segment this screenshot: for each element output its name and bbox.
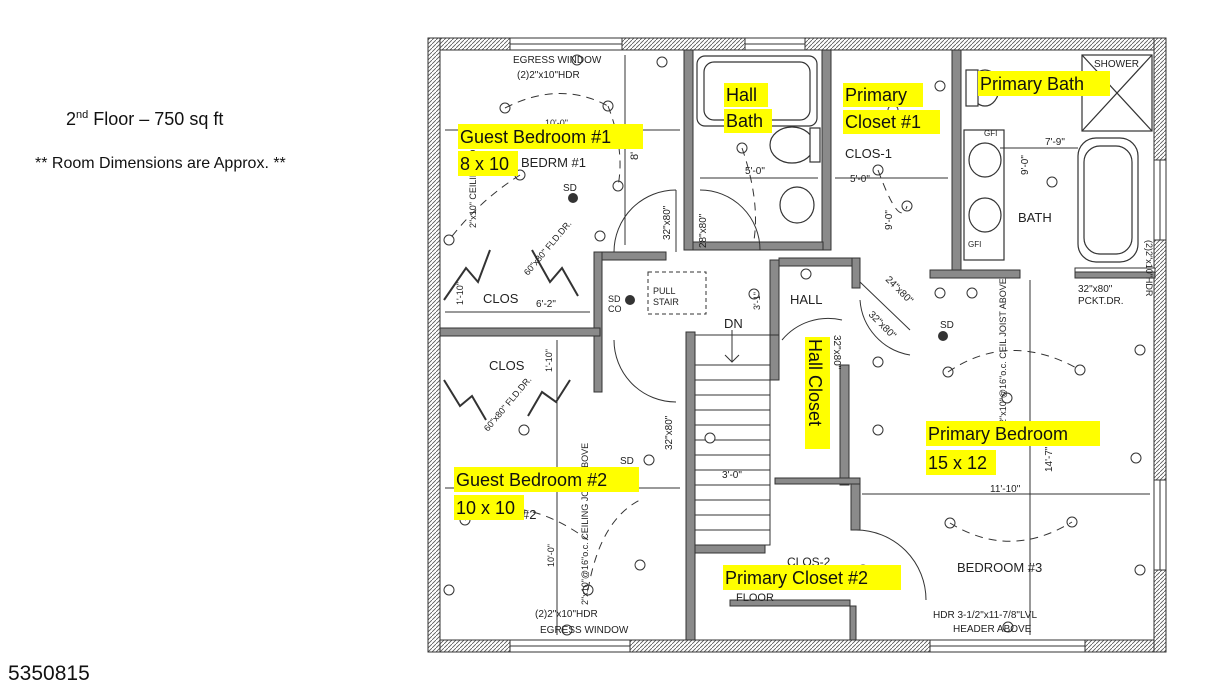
header-top-label: (2)2"x10"HDR <box>517 70 580 81</box>
pocket-door-label: 32"x80" <box>1078 284 1113 295</box>
dimension-label: 10'-0" <box>545 118 568 128</box>
hall-bath-line2: Bath <box>726 111 763 131</box>
bedroom2-plan-label: #2 <box>522 507 536 522</box>
floor-title: 2nd Floor – 750 sq ft <box>66 109 223 130</box>
dimension-label: 1'-10" <box>544 349 554 372</box>
header-above-label: HEADER ABOVE <box>953 624 1032 635</box>
closet1-plan-label: CLOS-1 <box>845 146 892 161</box>
door-size-label: 32"x80" <box>662 205 673 240</box>
hall-closet-name: Hall Closet <box>805 339 825 426</box>
interior-walls <box>439 49 1156 641</box>
dimension-label: 5'-0" <box>850 174 870 185</box>
ceiling-joist-label: 2"x10"@16"o.c. CEIL JOIST ABOVE <box>998 278 1008 424</box>
staircase <box>647 271 771 546</box>
dimension-label: 11'-10" <box>990 484 1021 495</box>
smoke-detector-label: SD <box>608 294 621 304</box>
door-size-label: 24"x80" <box>883 274 915 306</box>
dimension-label: 3'-1" <box>752 292 762 310</box>
guest-bedroom1-name: Guest Bedroom #1 <box>460 127 611 147</box>
gfi-label: GFI <box>968 240 981 249</box>
carbon-monoxide-label: CO <box>608 304 622 314</box>
shower-label: SHOWER <box>1094 59 1139 70</box>
dimension-label: 1'-10" <box>455 282 465 305</box>
guest-bedroom1-size: 8 x 10 <box>460 154 509 174</box>
hall-plan-label: HALL <box>790 292 823 307</box>
dimension-label: 6'-2" <box>536 299 556 310</box>
smoke-detector-label: SD <box>563 183 577 194</box>
folding-door-label: 60"x80" FLD.DR. <box>522 218 574 277</box>
primary-bath-name: Primary Bath <box>980 74 1084 94</box>
dimension-label: 3'-0" <box>722 470 742 481</box>
room-highlights: Guest Bedroom #1 8 x 10 Hall Bath Primar… <box>454 71 1110 590</box>
door-swings <box>613 189 1156 601</box>
door-size-label: 32"x80" <box>664 415 675 450</box>
dimension-label: 7'-9" <box>1045 137 1065 148</box>
pull-stair-label: PULL <box>653 286 676 296</box>
floor-level: 2 <box>66 109 77 129</box>
primary-bedroom-size: 15 x 12 <box>928 453 987 473</box>
ceiling-joist-label: 2"x10"@16"o.c. CEILING JOIST ABOVE <box>580 443 590 605</box>
gfi-label: GFI <box>984 129 997 138</box>
door-size-label: 28"x80" <box>698 213 709 248</box>
dimension-label: 9'-0" <box>1020 155 1031 175</box>
closet-mid-label: CLOS <box>489 358 525 373</box>
door-size-label: 32"x80" <box>831 335 842 370</box>
hall-bath-line1: Hall <box>726 85 757 105</box>
dimensions-note: ** Room Dimensions are Approx. ** <box>35 155 286 172</box>
primary-closet1-line2: Closet #1 <box>845 112 921 132</box>
primary-closet2-name: Primary Closet #2 <box>725 568 868 588</box>
dimension-label: 8' <box>629 152 641 160</box>
guest-bedroom2-name: Guest Bedroom #2 <box>456 470 607 490</box>
floor-level-suffix: nd <box>76 109 89 121</box>
dimension-label: 10'-0" <box>546 544 556 567</box>
dimension-label: 5'-0" <box>745 166 765 177</box>
folding-doors <box>443 249 579 421</box>
floor-label: FLOOR <box>736 592 774 604</box>
smoke-detectors <box>568 193 948 341</box>
listing-id: 5350815 <box>8 662 90 685</box>
bedroom1-plan-label: BEDRM #1 <box>521 155 586 170</box>
primary-closet1-line1: Primary <box>845 85 907 105</box>
smoke-detector-label: SD <box>940 320 954 331</box>
exterior-walls <box>427 37 1167 653</box>
bath-plan-label: BATH <box>1018 210 1052 225</box>
folding-door-label: 60"x80" FLD.DR. <box>482 374 534 433</box>
primary-bedroom-name: Primary Bedroom <box>928 424 1068 444</box>
lvl-header-label: HDR 3-1/2"x11-7/8"LVL <box>933 610 1037 621</box>
dimension-label: 9'-0" <box>884 210 895 230</box>
dimension-label: 14'-7" <box>1044 446 1055 472</box>
pull-stair-label: STAIR <box>653 297 679 307</box>
ceiling-joist-label: 2"x10" CEILING JOIST <box>468 135 478 228</box>
bedroom3-plan-label: BEDROOM #3 <box>957 560 1042 575</box>
floor-area: Floor – 750 sq ft <box>88 109 224 129</box>
header-right-label: (2)2"x10"HDR <box>1144 240 1154 297</box>
pocket-door-label: PCKT.DR. <box>1078 296 1124 307</box>
header-bottom-label: (2)2"x10"HDR <box>535 609 598 620</box>
guest-bedroom2-size: 10 x 10 <box>456 498 515 518</box>
ceiling-fixtures <box>443 54 1146 636</box>
egress-window-bottom-label: EGRESS WINDOW <box>540 625 629 636</box>
stair-down-label: DN <box>724 316 743 331</box>
egress-window-top-label: EGRESS WINDOW <box>513 55 602 66</box>
smoke-detector-label: SD <box>620 456 634 467</box>
closet-top-label: CLOS <box>483 291 519 306</box>
